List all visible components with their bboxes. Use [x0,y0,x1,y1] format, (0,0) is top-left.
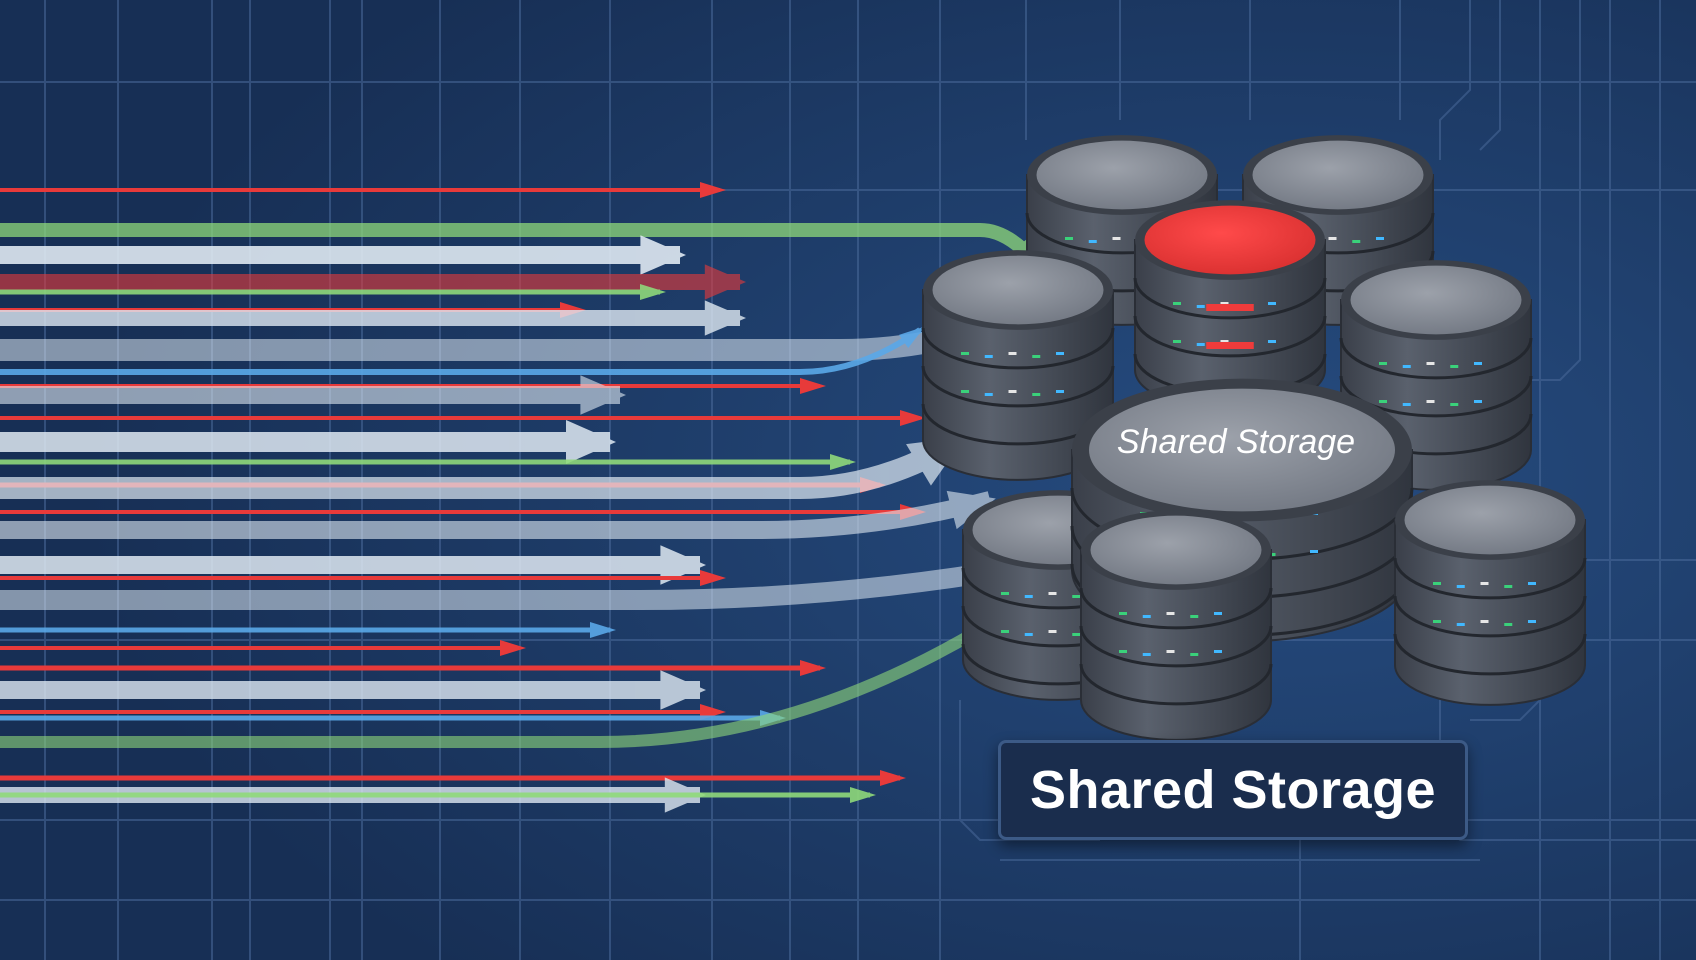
center-storage-label: Shared Storage [1117,423,1355,461]
flow-arrow [0,420,616,464]
flow-arrow [0,770,906,786]
flow-arrow [0,622,616,638]
storage-cylinder-icon [1133,200,1327,411]
flow-arrow [0,570,726,586]
flow-arrow [0,264,746,300]
flow-arrow [0,182,726,198]
flow-arrow [0,454,856,470]
flow-arrow [0,326,925,375]
flow-arrow [0,235,686,275]
flow-arrow [0,300,746,336]
caption-badge: Shared Storage [998,740,1468,840]
flow-arrow [0,490,996,539]
caption-label: Shared Storage [1029,760,1437,820]
flow-arrow [0,410,926,426]
flow-arrow [0,640,526,656]
flow-arrow [0,545,706,585]
storage-cylinder-icon [1393,480,1587,706]
storage-cluster [921,135,1587,741]
flow-arrow [0,375,626,415]
storage-cylinder-icon [1079,510,1273,741]
flow-arrow [0,284,666,300]
flow-arrow [0,660,826,676]
flow-arrow [0,787,876,803]
flow-arrow [0,670,706,710]
